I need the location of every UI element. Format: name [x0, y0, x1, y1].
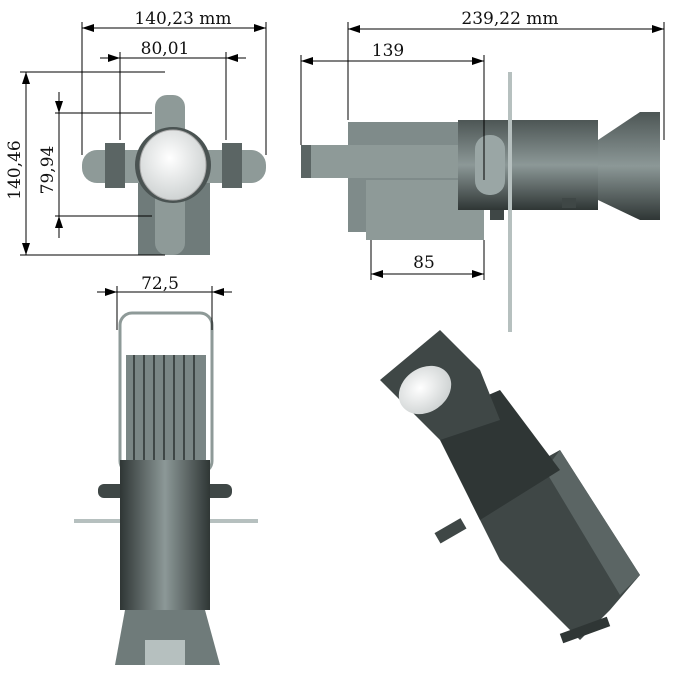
dim-side-length: 239,22 mm	[461, 9, 558, 29]
dim-front-width: 140,23 mm	[134, 9, 231, 29]
dim-rear-width: 72,5	[141, 274, 179, 294]
lens	[139, 129, 207, 201]
dim-front-inner-width: 80,01	[141, 39, 190, 59]
dim-front-inner-height: 79,94	[38, 146, 58, 195]
isometric-view	[380, 330, 640, 644]
front-view	[82, 95, 266, 255]
side-view	[301, 72, 660, 332]
dim-side-partial-length: 139	[372, 41, 404, 61]
rear-view	[74, 311, 258, 665]
rear-dimensions	[97, 286, 232, 330]
dim-side-base-length: 85	[413, 253, 435, 273]
iso-lens	[398, 365, 452, 415]
side-dimensions	[300, 22, 665, 280]
dim-front-height: 140,46	[5, 140, 25, 199]
front-dimensions	[20, 22, 267, 256]
